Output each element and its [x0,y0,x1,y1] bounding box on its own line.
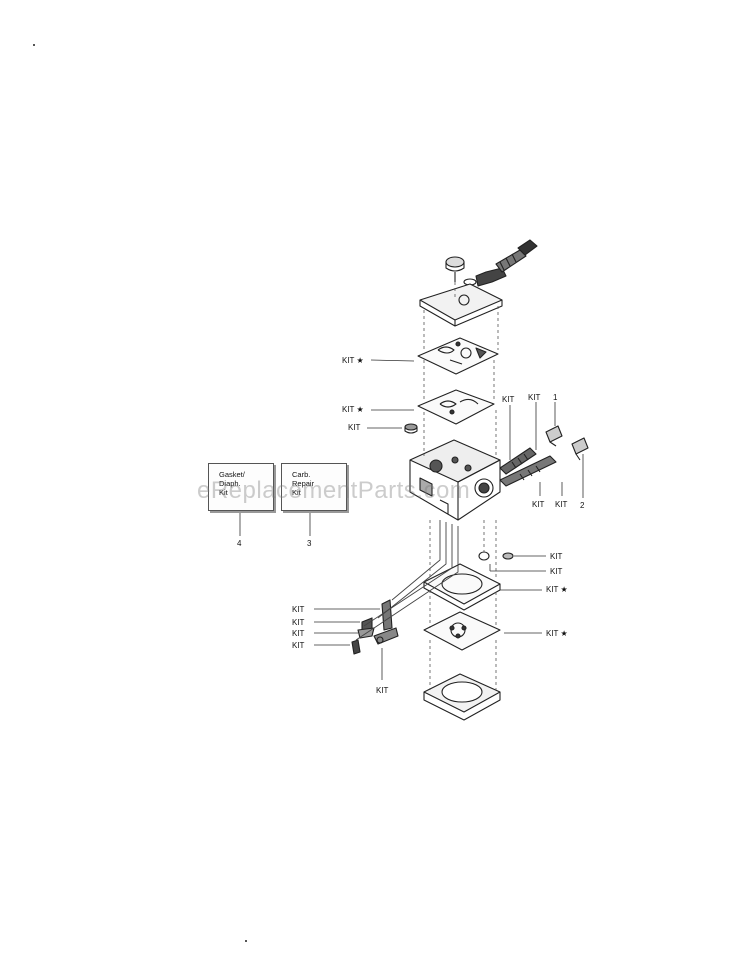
limiter-cap-2-part [571,437,589,461]
kit-star-upper-diaphragm-label: KIT ★ [342,356,364,365]
part-number-2-label: 2 [580,501,585,510]
kit-screen-label: KIT [348,423,361,432]
inlet-screen-part [404,423,418,434]
scan-dot [245,940,247,942]
callout-leaders [239,359,584,680]
top-screw-part [445,256,477,293]
kit-box-line: Kit [292,488,301,497]
kit-left-3-label: KIT [292,629,305,638]
metering-gasket-part [417,389,495,425]
carb-repair-kit-box: Carb. Repair Kit [281,463,347,511]
watermark-text: eReplacementParts.com [197,477,471,504]
kit-box-line: Kit [219,488,228,497]
kit-box-line: Diaph. [219,479,241,488]
kit-bottom-b-label: KIT [555,500,568,509]
kit-right-2-label: KIT [550,567,563,576]
needle-screws-part [499,447,557,487]
limiter-cap-1-part [545,425,563,447]
kit-left-4-label: KIT [292,641,305,650]
kit-star-pump-gasket-label: KIT ★ [546,585,568,594]
kit-star-pump-diaphragm-label: KIT ★ [546,629,568,638]
carburetor-body-part [409,439,501,521]
bottom-pump-cover-part [423,673,501,721]
gasket-diaphragm-kit-box: Gasket/ Diaph. Kit [208,463,274,511]
kit-number-3-label: 3 [307,539,312,548]
top-adjust-fitting-part [475,239,538,287]
top-cover-plate-part [419,283,503,327]
kit-lever-label: KIT [376,686,389,695]
kit-number-4-label: 4 [237,539,242,548]
kit-left-2-label: KIT [292,618,305,627]
part-number-1-label: 1 [553,393,558,402]
kit-needle-b-label: KIT [528,393,541,402]
kit-needle-a-label: KIT [502,395,515,404]
kit-bottom-a-label: KIT [532,500,545,509]
lever-guide-lines [355,520,459,641]
pump-diaphragm-part [423,611,501,651]
upper-diaphragm-part [417,337,499,375]
kit-star-metering-gasket-label: KIT ★ [342,405,364,414]
kit-box-line: Gasket/ [219,470,245,479]
kit-box-line: Carb. [292,470,311,479]
assembly-guide-lines [423,282,499,690]
kit-right-1-label: KIT [550,552,563,561]
kit-box-line: Repair [292,479,315,488]
scan-dot [33,44,35,46]
kit-left-1-label: KIT [292,605,305,614]
